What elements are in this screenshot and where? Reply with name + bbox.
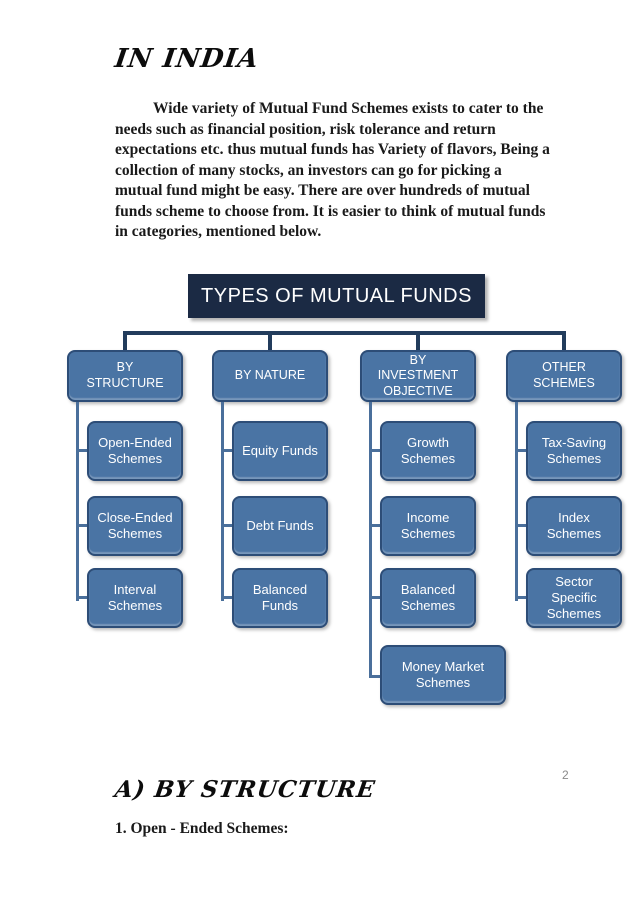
intro-line: collection of many stocks, an investors … [115,161,502,179]
diagram-title-box: TYPES OF MUTUAL FUNDS [188,274,485,318]
connector-elbow [78,596,89,599]
node-income-schemes: Income Schemes [380,496,476,556]
connector-elbow [371,675,382,678]
node-balanced-funds: Balanced Funds [232,568,328,628]
connector-column-objective [369,402,372,678]
connector-drop-nature [268,331,272,350]
connector-column-nature [221,402,224,601]
connector-elbow [78,524,89,527]
intro-line: needs such as financial position, risk t… [115,120,496,138]
connector-elbow [223,596,234,599]
intro-line: Wide variety of Mutual Fund Schemes exis… [153,100,544,117]
intro-paragraph: Wide variety of Mutual Fund Schemes exis… [115,99,575,243]
connector-elbow [517,524,528,527]
node-open-ended-schemes: Open-Ended Schemes [87,421,183,481]
intro-line: funds scheme to choose from. It is easie… [115,202,546,220]
node-debt-funds: Debt Funds [232,496,328,556]
connector-drop-structure [123,331,127,350]
node-tax-saving-schemes: Tax-Saving Schemes [526,421,622,481]
category-box-by-nature: BY NATURE [212,350,328,402]
connector-elbow [371,449,382,452]
node-sector-specific-schemes: Sector Specific Schemes [526,568,622,628]
node-money-market-schemes: Money Market Schemes [380,645,506,705]
page-number: 2 [562,768,569,782]
intro-line: expectations etc. thus mutual funds has … [115,141,550,158]
connector-top-horizontal [123,331,566,335]
node-equity-funds: Equity Funds [232,421,328,481]
connector-elbow [223,524,234,527]
connector-elbow [517,449,528,452]
section-heading: A) BY STRUCTURE [113,776,378,803]
connector-column-other [515,402,518,601]
category-box-by-investment-objective: BY INVESTMENT OBJECTIVE [360,350,476,402]
page-title: IN INDIA [112,44,261,74]
intro-line: mutual fund might be easy. There are ove… [115,182,530,199]
connector-drop-other [562,331,566,350]
category-box-by-structure: BY STRUCTURE [67,350,183,402]
connector-elbow [223,449,234,452]
node-growth-schemes: Growth Schemes [380,421,476,481]
connector-elbow [371,524,382,527]
connector-elbow [78,449,89,452]
node-index-schemes: Index Schemes [526,496,622,556]
category-box-other-schemes: OTHER SCHEMES [506,350,622,402]
node-interval-schemes: Interval Schemes [87,568,183,628]
node-balanced-schemes: Balanced Schemes [380,568,476,628]
connector-drop-objective [416,331,420,350]
connector-column-structure [76,402,79,601]
subsection-heading: 1. Open - Ended Schemes: [115,820,289,837]
connector-elbow [517,596,528,599]
node-close-ended-schemes: Close-Ended Schemes [87,496,183,556]
intro-line: in categories, mentioned below. [115,223,322,240]
connector-elbow [371,596,382,599]
